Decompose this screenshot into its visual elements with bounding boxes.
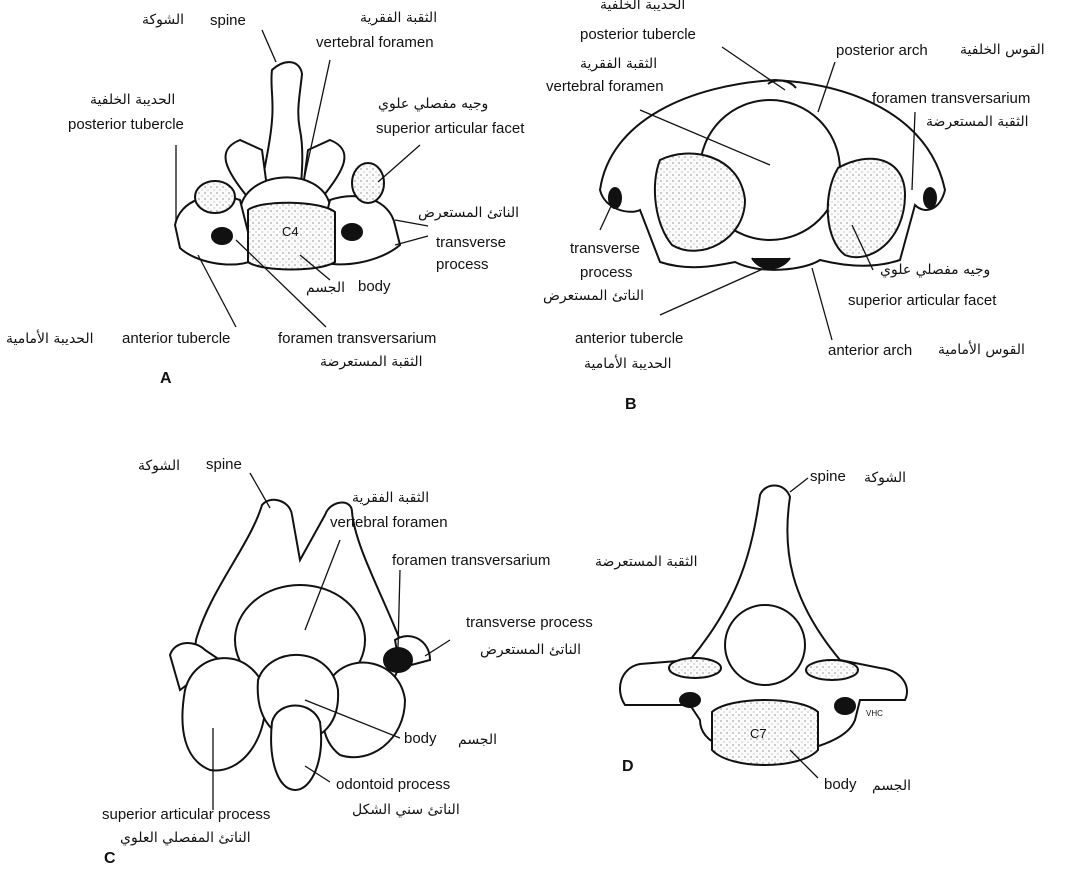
d-signature: VHC	[866, 709, 883, 718]
d-right-facet	[806, 660, 858, 680]
b-superior-facet-en: superior articular facet	[848, 292, 996, 309]
b-vertebral-foramen-ar: الثقبة الفقرية	[580, 56, 657, 73]
b-foramen-transversarium-en: foramen transversarium	[872, 90, 1030, 107]
b-transverse-en2: process	[580, 264, 633, 281]
a-spine-shape	[262, 62, 302, 195]
a-posterior-tubercle-ar: الحديبة الخلفية	[90, 92, 175, 109]
c-odontoid-ar: الناتئ سني الشكل	[352, 802, 460, 819]
a-c4-mark: C4	[282, 224, 299, 239]
a-vertebral-foramen-ar: الثقبة الفقرية	[360, 10, 437, 27]
a-body-en: body	[358, 278, 391, 295]
c-superior-articular-en: superior articular process	[102, 806, 270, 823]
b-anterior-arch-en: anterior arch	[828, 342, 912, 359]
b-transverse-en1: transverse	[570, 240, 640, 257]
b-anterior-arch-ar: القوس الأمامية	[938, 342, 1025, 359]
figure-d-drawing: C7 VHC	[620, 485, 907, 765]
c-body-ar: الجسم	[458, 732, 497, 749]
a-vertebral-foramen-en: vertebral foramen	[316, 34, 434, 51]
b-posterior-tubercle-ar: الحديبة الخلفية	[600, 0, 685, 14]
a-right-facet	[352, 163, 384, 203]
b-posterior-arch-en: posterior arch	[836, 42, 928, 59]
a-figure-letter: A	[160, 370, 172, 388]
d-body-ar: الجسم	[872, 778, 911, 795]
d-spine-en: spine	[810, 468, 846, 485]
a-right-foramen-transversarium	[342, 224, 362, 240]
c-transverse-ar: الناتئ المستعرض	[480, 642, 581, 659]
c-foramen-transversarium-ar: الثقبة المستعرضة	[595, 554, 697, 571]
a-spine-en: spine	[210, 12, 246, 29]
a-body-ar: الجسم	[306, 280, 345, 297]
d-left-facet	[669, 658, 721, 678]
d-spine-ar: الشوكة	[864, 470, 906, 487]
a-transverse-en1: transverse	[436, 234, 506, 251]
c-transverse-en: transverse process	[466, 614, 593, 631]
figure-c-drawing	[170, 500, 430, 790]
c-odontoid	[271, 706, 321, 791]
b-posterior-tubercle-en: posterior tubercle	[580, 26, 696, 43]
a-anterior-tubercle-en: anterior tubercle	[122, 330, 230, 347]
a-posterior-tubercle-en: posterior tubercle	[68, 116, 184, 133]
c-superior-articular-ar: الناتئ المفصلي العلوي	[120, 830, 251, 847]
a-transverse-en2: process	[436, 256, 489, 273]
c-vertebral-foramen-en: vertebral foramen	[330, 514, 448, 531]
c-spine-en: spine	[206, 456, 242, 473]
c-spine-ar: الشوكة	[138, 458, 180, 475]
b-right-foramen-transversarium	[924, 188, 936, 208]
b-vertebral-foramen-en: vertebral foramen	[546, 78, 664, 95]
a-left-foramen-transversarium	[212, 228, 232, 244]
d-c7-mark: C7	[750, 726, 767, 741]
c-body-en: body	[404, 730, 437, 747]
c-odontoid-en: odontoid process	[336, 776, 450, 793]
d-right-foramen	[835, 698, 855, 714]
a-superior-facet-en: superior articular facet	[376, 120, 524, 137]
a-anterior-tubercle-ar: الحديبة الأمامية	[6, 331, 94, 348]
a-superior-facet-ar: وجيه مفصلي علوي	[378, 96, 488, 113]
a-spine-ar: الشوكة	[142, 12, 184, 29]
c-foramen-transversarium-en: foramen transversarium	[392, 552, 550, 569]
d-left-foramen	[680, 693, 700, 707]
b-figure-letter: B	[625, 396, 637, 414]
figure-b-drawing	[600, 80, 945, 270]
figure-a-drawing: C4	[175, 62, 400, 269]
a-foramen-transversarium-ar: الثقبة المستعرضة	[320, 354, 422, 371]
a-transverse-ar: الناتئ المستعرض	[418, 205, 519, 222]
a-foramen-transversarium-en: foramen transversarium	[278, 330, 436, 347]
d-figure-letter: D	[622, 758, 634, 776]
c-vertebral-foramen-ar: الثقبة الفقرية	[352, 490, 429, 507]
b-left-foramen-transversarium	[609, 188, 621, 208]
c-left-articular-process	[182, 658, 265, 770]
b-superior-facet-ar: وجيه مفصلي علوي	[880, 262, 990, 279]
d-body-en: body	[824, 776, 857, 793]
c-figure-letter: C	[104, 850, 116, 868]
b-foramen-transversarium-ar: الثقبة المستعرضة	[926, 114, 1028, 131]
c-foramen-transversarium	[384, 648, 412, 672]
b-anterior-tubercle-ar: الحديبة الأمامية	[584, 356, 672, 373]
a-left-facet	[195, 181, 235, 213]
b-transverse-ar: الناتئ المستعرض	[543, 288, 644, 305]
b-posterior-arch-ar: القوس الخلفية	[960, 42, 1045, 59]
d-vertebral-foramen	[725, 605, 805, 685]
b-anterior-tubercle-en: anterior tubercle	[575, 330, 683, 347]
